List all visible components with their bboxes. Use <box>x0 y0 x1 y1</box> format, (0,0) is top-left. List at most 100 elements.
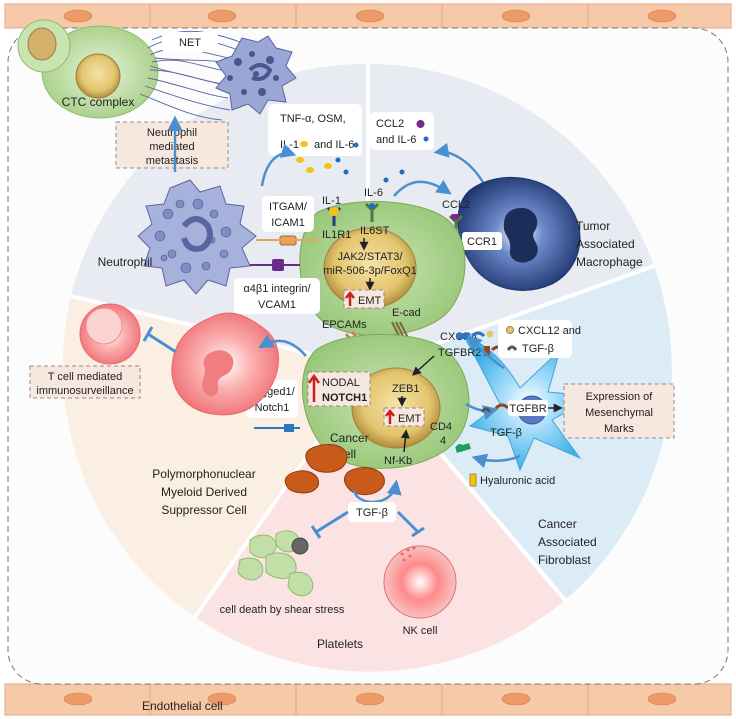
arrow-cancer-to-fib <box>465 402 499 420</box>
a4b1-box: α4β1 integrin/ VCAM1 <box>234 278 320 314</box>
arrow-fib-to-cancer <box>466 334 505 370</box>
cd44-label-1: CD4 <box>430 421 452 433</box>
svg-text:Tumor: Tumor <box>576 219 610 233</box>
net-neutrophil <box>215 35 297 115</box>
neutrophil-cell <box>137 179 257 295</box>
arrow-mac-to-box <box>433 142 486 185</box>
endothelium-top <box>4 3 732 29</box>
svg-text:Marks: Marks <box>604 423 634 435</box>
endothelial-label: Endothelial cell <box>142 699 223 713</box>
jak2-label-1: JAK2/STAT3/ <box>337 251 403 263</box>
svg-text:Mesenchymal: Mesenchymal <box>585 407 653 419</box>
svg-text:TGF-β: TGF-β <box>522 343 554 355</box>
caf-label: Cancer Associated Fibroblast <box>538 517 597 567</box>
svg-text:CCR1: CCR1 <box>467 236 497 248</box>
svg-text:mediated: mediated <box>149 141 194 153</box>
zeb1-label: ZEB1 <box>392 383 420 395</box>
svg-text:CCL2: CCL2 <box>442 199 470 211</box>
endothelium-bottom <box>4 683 732 716</box>
svg-text:NET: NET <box>179 37 201 49</box>
svg-text:TGF-β: TGF-β <box>490 427 522 439</box>
tgfb-platelet-box: TGF-β <box>348 502 396 522</box>
svg-text:IL6ST: IL6ST <box>360 225 390 237</box>
svg-text:Notch1: Notch1 <box>255 402 290 414</box>
svg-text:TGFBR: TGFBR <box>509 403 546 415</box>
platelets-label: Platelets <box>317 637 363 651</box>
cytokine-particles <box>296 157 405 183</box>
arrow-il6-to-mac <box>393 179 452 197</box>
il1r1-receptor: IL-1 IL1R1 <box>322 195 351 241</box>
epcams-label: EPCAMs <box>322 319 367 331</box>
svg-text:Macrophage: Macrophage <box>576 255 643 269</box>
mesenchymal-box: Expression of Mesenchymal Marks <box>563 383 675 439</box>
pmn-label: Polymorphonuclear Myeloid Derived Suppre… <box>152 467 255 517</box>
itgam-box: ITGAM/ ICAM1 <box>262 196 314 232</box>
arrow-cancer-to-neutrophil-signal <box>260 143 297 187</box>
svg-text:VCAM1: VCAM1 <box>258 299 296 311</box>
svg-text:and IL-6: and IL-6 <box>376 134 416 146</box>
arrow-nfkb-to-emt <box>400 429 410 453</box>
svg-text:ITGAM/: ITGAM/ <box>269 201 308 213</box>
inhibit-shear <box>310 510 349 539</box>
vcam1-connector <box>250 259 300 271</box>
tnf-label-box: TNF-α, OSM, IL-1 and IL-6 <box>268 104 362 156</box>
ecad-label: E-cad <box>392 307 421 319</box>
svg-text:CXCL12 and: CXCL12 and <box>518 325 581 337</box>
tgfbr-receptor: TGF-β <box>480 403 522 439</box>
arrow-fib-to-cd44 <box>471 453 521 469</box>
cancer-cell-label-1: Cancer <box>330 431 369 445</box>
svg-text:IL1R1: IL1R1 <box>322 229 351 241</box>
svg-text:EMT: EMT <box>398 413 422 425</box>
mdsc-cell <box>171 312 279 416</box>
ctc-complex: CTC complex <box>17 19 159 119</box>
svg-text:TGF-β: TGF-β <box>356 507 388 519</box>
svg-text:Myeloid Derived: Myeloid Derived <box>161 485 247 499</box>
tam-label: Tumor Associated Macrophage <box>576 219 643 269</box>
svg-text:T cell mediated: T cell mediated <box>48 371 122 383</box>
ccr1-box: CCR1 <box>462 232 502 250</box>
tcell-box: T cell mediated immunosurveillance <box>29 365 141 399</box>
svg-text:immunosurveillance: immunosurveillance <box>36 385 133 397</box>
svg-text:CCL2: CCL2 <box>376 118 404 130</box>
shear-label: cell death by shear stress <box>220 604 345 616</box>
nfkb-label: Nf-Kb <box>384 455 412 467</box>
svg-text:Polymorphonuclear: Polymorphonuclear <box>152 467 255 481</box>
jak2-label-2: miR-506-3p/FoxQ1 <box>323 265 417 277</box>
cxcl12-box: CXCL12 and TGF-β <box>498 320 581 358</box>
arrow-tgfbr2-to-zeb1 <box>411 355 435 376</box>
emt-upper: EMT <box>343 289 385 309</box>
ctc-complex-label: CTC complex <box>62 95 135 109</box>
svg-text:Associated: Associated <box>538 535 597 549</box>
svg-text:α4β1 integrin/: α4β1 integrin/ <box>243 283 311 295</box>
svg-text:IL-1: IL-1 <box>322 195 341 207</box>
tgfbr-box: TGFBR <box>508 400 548 416</box>
nk-label: NK cell <box>403 625 438 637</box>
neutrophil-label: Neutrophil <box>98 255 153 269</box>
cd44-receptor <box>455 443 471 453</box>
svg-text:TNF-α, OSM,: TNF-α, OSM, <box>280 113 346 125</box>
svg-text:IL-1: IL-1 <box>280 139 299 151</box>
tcell <box>79 303 141 365</box>
svg-text:Hyaluronic acid: Hyaluronic acid <box>480 475 555 487</box>
svg-text:NOTCH1: NOTCH1 <box>322 392 367 404</box>
svg-text:Neutrophil: Neutrophil <box>147 127 197 139</box>
nodal-notch-box: NODAL NOTCH1 <box>307 371 371 407</box>
cd44-label-2: 4 <box>440 435 446 447</box>
arrow-cancer-to-mdsc <box>258 334 307 357</box>
svg-text:metastasis: metastasis <box>146 155 199 167</box>
itgam-connector <box>256 235 318 246</box>
platelets <box>284 444 385 495</box>
net-label-box: NET <box>162 32 218 52</box>
svg-text:EMT: EMT <box>358 295 382 307</box>
svg-text:Expression of: Expression of <box>586 391 654 403</box>
arrow-platelet-to-cancer <box>352 479 402 504</box>
neutrophil-metastasis-box: Neutrophil mediated metastasis <box>115 121 229 169</box>
svg-text:Associated: Associated <box>576 237 635 251</box>
ccl2-il6-box: CCL2 and IL-6 <box>370 112 434 150</box>
hyaluronic-label: Hyaluronic acid <box>469 473 555 487</box>
svg-text:Suppressor Cell: Suppressor Cell <box>161 503 246 517</box>
svg-text:Fibroblast: Fibroblast <box>538 553 591 567</box>
svg-text:TGFBR2: TGFBR2 <box>438 347 481 359</box>
svg-text:and IL-6: and IL-6 <box>314 139 354 151</box>
